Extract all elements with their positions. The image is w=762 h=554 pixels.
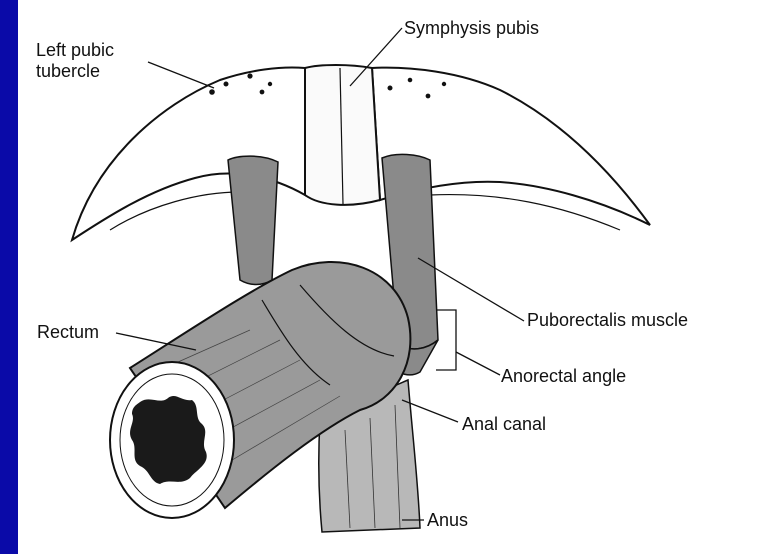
label-anal-canal: Anal canal <box>462 414 546 435</box>
label-anus: Anus <box>427 510 468 531</box>
label-left-pubic-tubercle-line1: Left pubic <box>36 40 114 61</box>
label-left-pubic-tubercle: Left pubic tubercle <box>36 40 114 82</box>
label-left-pubic-tubercle-line2: tubercle <box>36 61 114 82</box>
pubic-bone <box>72 65 650 240</box>
label-anorectal-angle: Anorectal angle <box>501 366 626 387</box>
label-rectum: Rectum <box>37 322 99 343</box>
label-puborectalis-muscle: Puborectalis muscle <box>527 310 688 331</box>
label-symphysis-pubis: Symphysis pubis <box>404 18 539 39</box>
